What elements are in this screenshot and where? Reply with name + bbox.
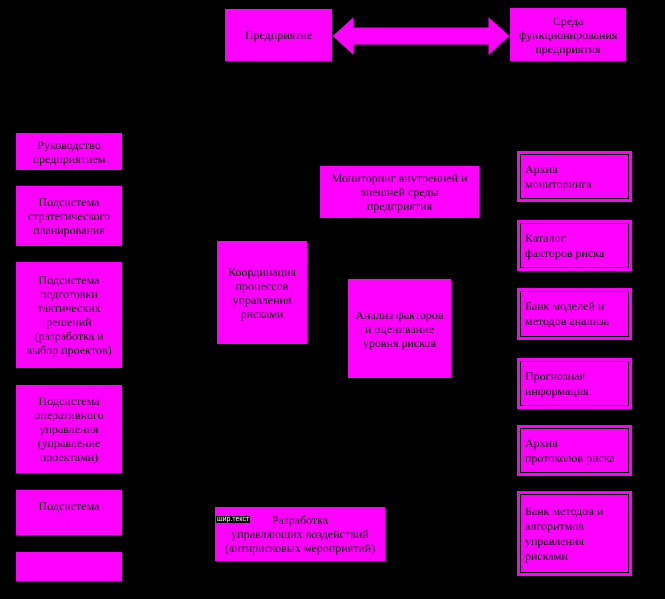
enterprise-label: Предприятие <box>244 28 313 42</box>
management-label: Руководство предприятием <box>32 137 106 166</box>
risk-protocols-archive-box: Архив протоколов риска <box>517 425 632 476</box>
environment-label: Среда функционирования предприятия <box>518 13 618 56</box>
strategic-planning-label: Подсистема стратегического планирования <box>27 195 111 237</box>
management-box: Руководство предприятием <box>16 133 122 170</box>
empty-box <box>16 552 122 581</box>
development-overlay-text: шир.текст <box>216 516 251 523</box>
risk-factors-catalog-box: Каталог факторов риска <box>517 220 632 271</box>
monitoring-archive-box: Архив мониторинга <box>517 151 632 202</box>
monitoring-archive-label: Архив мониторинга <box>520 154 629 199</box>
subsystem-label: Подсистема . <box>38 498 100 527</box>
environment-box: Среда функционирования предприятия <box>510 8 626 61</box>
models-bank-label: Банк моделей и методов анализа <box>520 291 629 337</box>
double-arrow-shape <box>332 16 510 56</box>
forecast-info-box: Прогнозная информация <box>517 358 632 409</box>
tactical-decisions-box: Подсистема подготовки тактических решени… <box>16 262 122 368</box>
bidirectional-arrow <box>332 16 510 56</box>
monitoring-box: Мониторинг внутренней и внешней среды пр… <box>320 166 479 218</box>
forecast-info-label: Прогнозная информация <box>520 361 629 406</box>
operational-management-label: Подсистема оперативного управления (упра… <box>34 394 104 464</box>
methods-algorithms-bank-label: Банк методов и алгоритмов управления рис… <box>520 494 629 573</box>
analysis-label: Анализ факторов и оценивание уровня риск… <box>355 307 444 350</box>
risk-protocols-archive-label: Архив протоколов риска <box>520 428 629 473</box>
development-label: Разработка управляющих воздействий (анти… <box>224 513 376 555</box>
operational-management-box: Подсистема оперативного управления (упра… <box>16 385 122 473</box>
methods-algorithms-bank-box: Банк методов и алгоритмов управления рис… <box>517 491 632 576</box>
coordination-label: Координация процессов управления рисками <box>228 264 296 321</box>
models-bank-box: Банк моделей и методов анализа <box>517 288 632 340</box>
monitoring-label: Мониторинг внутренней и внешней среды пр… <box>331 171 468 213</box>
coordination-box: Координация процессов управления рисками <box>217 241 307 344</box>
tactical-decisions-label: Подсистема подготовки тактических решени… <box>26 273 112 357</box>
development-box: Разработка управляющих воздействий (анти… <box>215 507 385 561</box>
enterprise-box: Предприятие <box>225 9 332 61</box>
subsystem-box: Подсистема . <box>16 490 122 535</box>
strategic-planning-box: Подсистема стратегического планирования <box>16 186 122 246</box>
analysis-box: Анализ факторов и оценивание уровня риск… <box>348 279 451 378</box>
risk-factors-catalog-label: Каталог факторов риска <box>520 223 629 268</box>
